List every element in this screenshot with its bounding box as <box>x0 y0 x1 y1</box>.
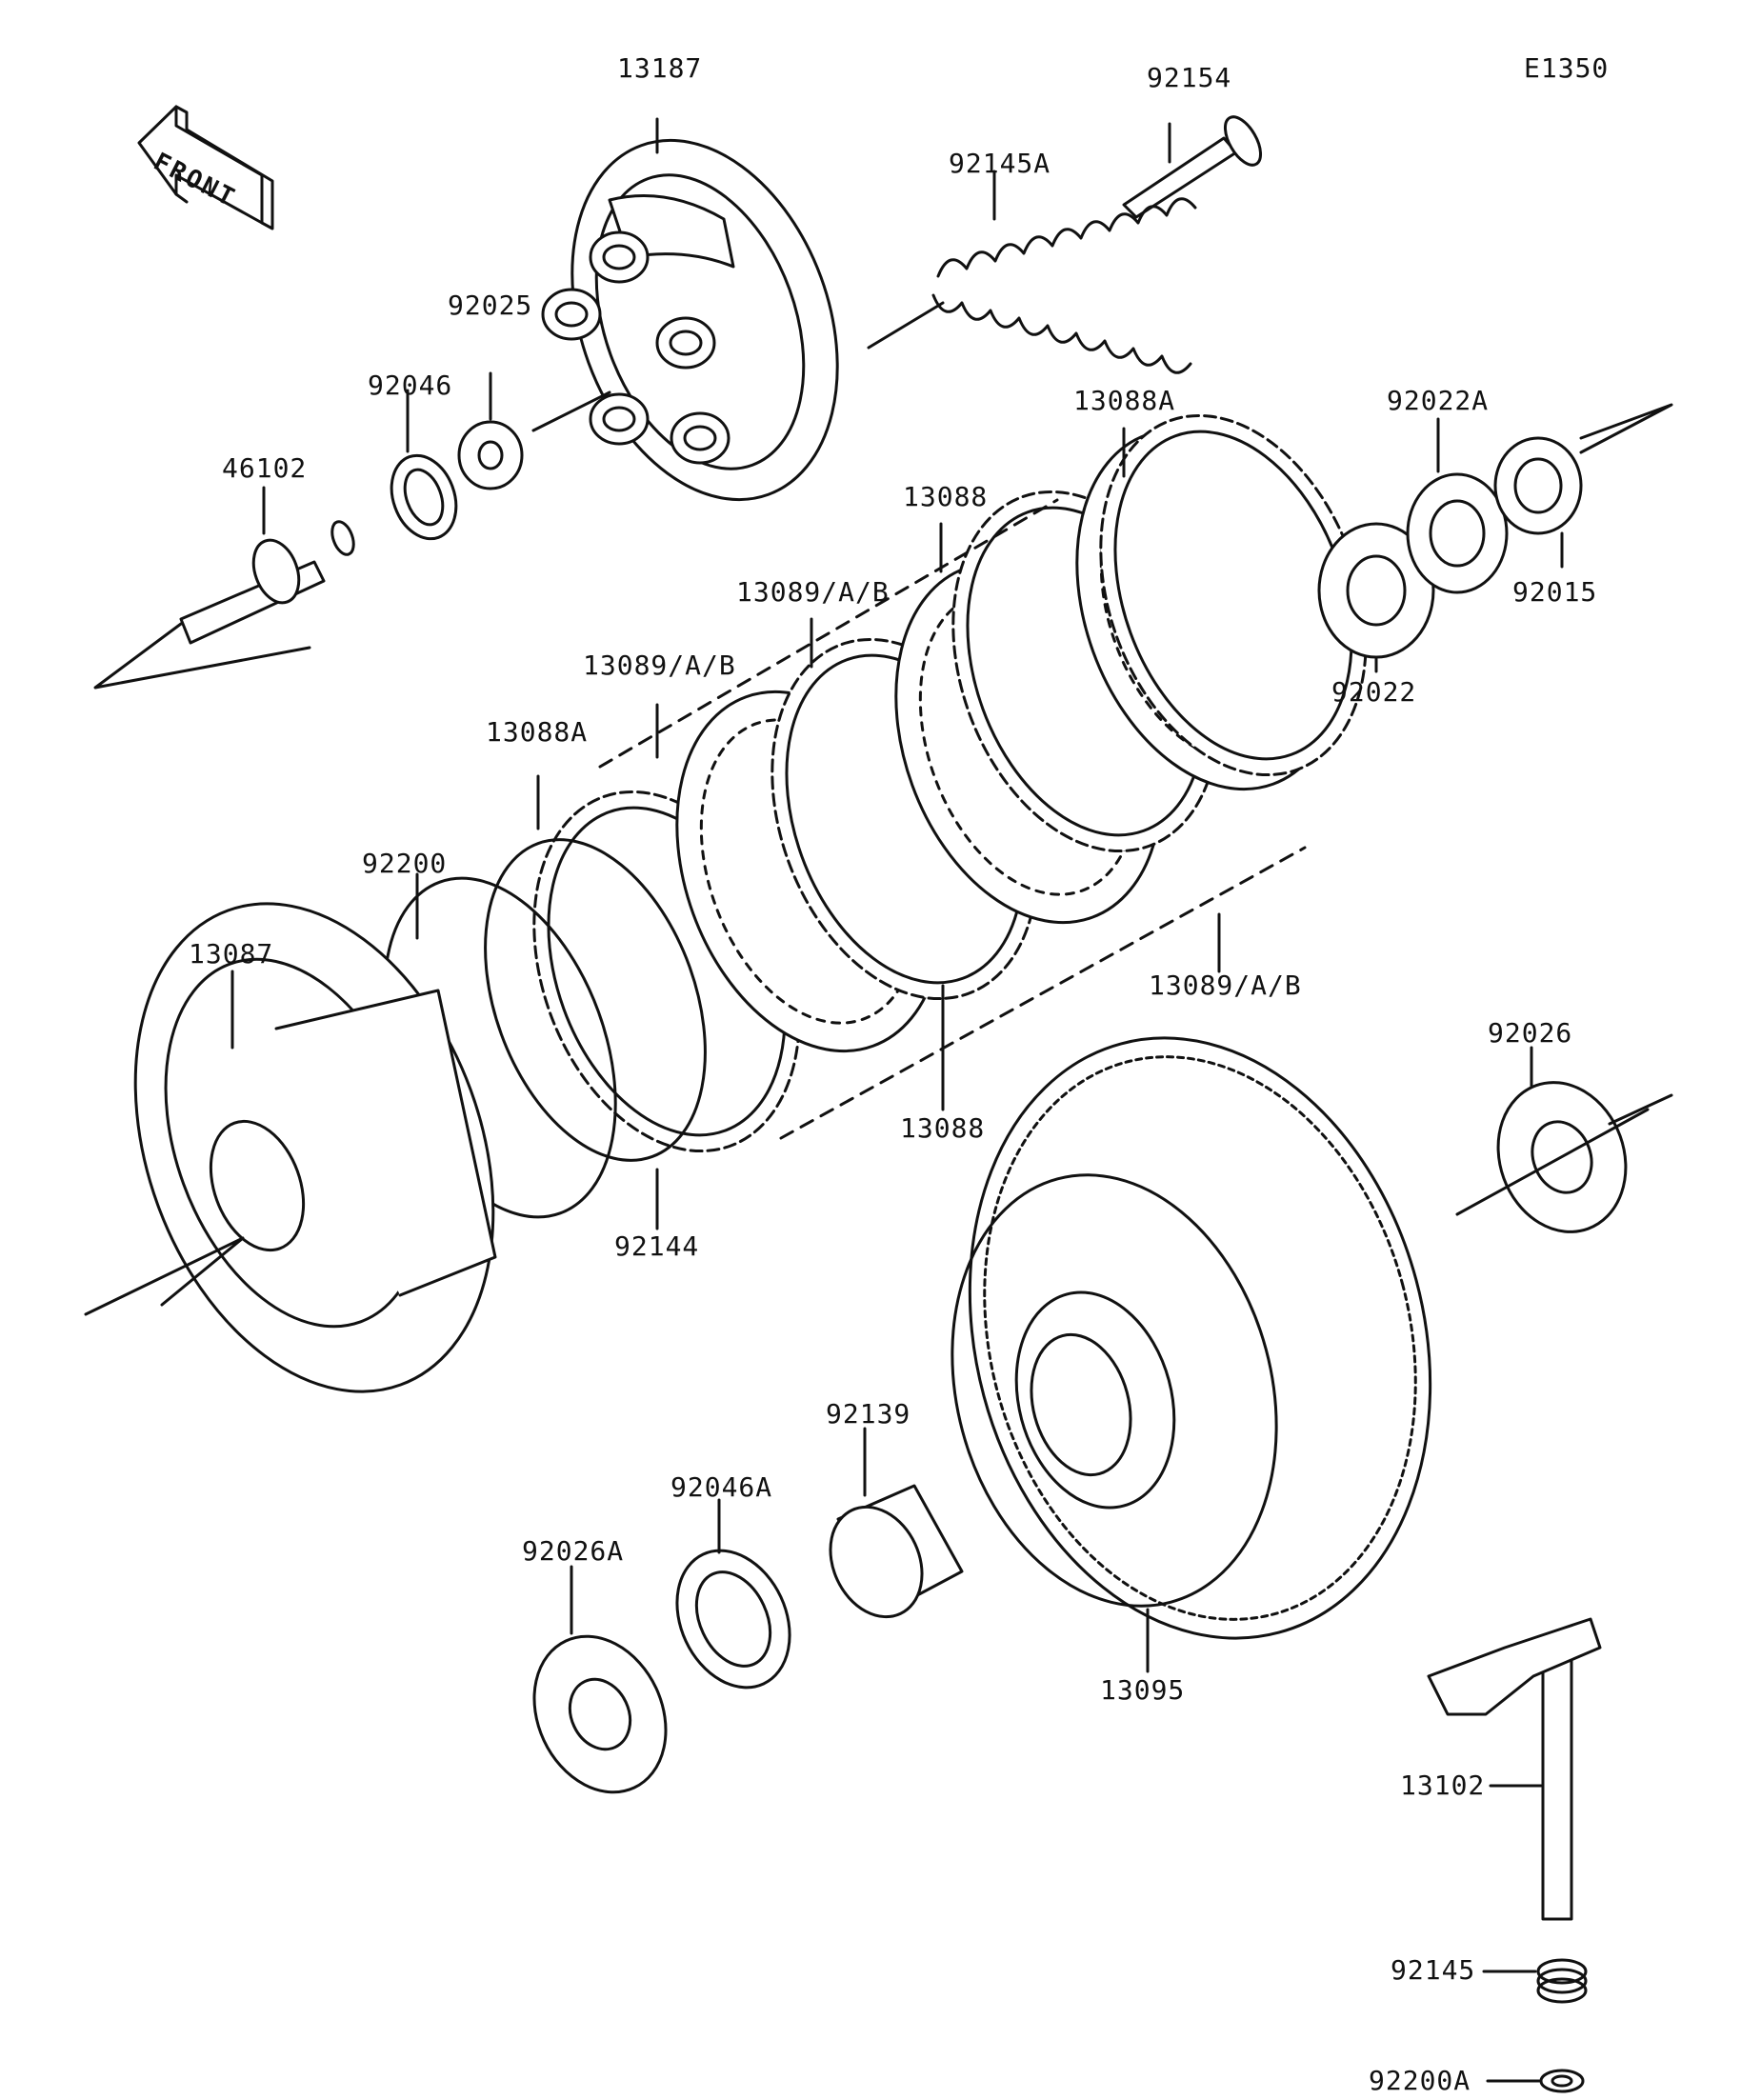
part-label-92139: 92139 <box>826 1398 911 1430</box>
part-label-13089-b: 13089/A/B <box>583 650 736 681</box>
part-label-13089-c: 13089/A/B <box>1149 970 1302 1001</box>
clutch-plate-stack <box>532 413 1368 1153</box>
part-label-92026A: 92026A <box>522 1535 625 1567</box>
part-label-13088A-mid: 13088A <box>486 716 589 748</box>
washer-92022A <box>1406 417 1509 594</box>
part-label-92022: 92022 <box>1331 676 1417 708</box>
part-label-92015: 92015 <box>1512 576 1598 608</box>
part-label-92145: 92145 <box>1391 1954 1476 1986</box>
bolt-92154 <box>1122 115 1263 219</box>
washer-92022 <box>1317 522 1435 673</box>
push-rod-46102 <box>93 486 355 690</box>
needle-bearing-92046A <box>675 1498 791 1690</box>
spring-92145A <box>867 170 1197 374</box>
diagram-code: E1350 <box>1524 52 1610 84</box>
pressure-plate-13187 <box>541 117 839 502</box>
part-label-92200A: 92200A <box>1369 2065 1471 2096</box>
part-label-13089-a: 13089/A/B <box>736 576 890 608</box>
washer-92026A <box>532 1565 668 1794</box>
part-label-92046: 92046 <box>368 370 453 401</box>
part-label-13187: 13187 <box>617 52 703 84</box>
washer-92200A <box>1486 2069 1585 2093</box>
part-label-92046A: 92046A <box>670 1471 773 1503</box>
release-shaft-13102 <box>1427 1617 1602 1921</box>
wire-ring-92144 <box>484 838 707 1230</box>
part-label-92145A: 92145A <box>949 148 1051 179</box>
washer-92025 <box>457 371 611 490</box>
spring-92145 <box>1482 1958 1588 2004</box>
part-label-13087: 13087 <box>189 938 274 970</box>
clutch-housing-13095 <box>951 1036 1432 1673</box>
part-label-13102: 13102 <box>1400 1770 1486 1801</box>
part-label-92144: 92144 <box>614 1230 700 1262</box>
part-label-46102: 46102 <box>222 452 308 484</box>
part-label-13088-top: 13088 <box>903 481 989 512</box>
part-label-92025: 92025 <box>448 290 533 321</box>
clutch-hub-13087 <box>84 902 497 1393</box>
part-label-13088A-top: 13088A <box>1073 385 1176 416</box>
part-label-13095: 13095 <box>1100 1674 1186 1706</box>
part-label-13088-bot: 13088 <box>900 1112 986 1144</box>
nut-92015 <box>1493 403 1673 569</box>
part-label-92022A: 92022A <box>1387 385 1490 416</box>
part-label-92200: 92200 <box>362 848 448 879</box>
part-label-92154: 92154 <box>1147 62 1232 93</box>
washer-92026 <box>1455 1046 1673 1233</box>
sleeve-92139 <box>829 1427 964 1619</box>
needle-bearing-92046 <box>390 389 458 541</box>
part-label-92026: 92026 <box>1488 1017 1573 1049</box>
front-arrow-icon <box>137 105 274 230</box>
